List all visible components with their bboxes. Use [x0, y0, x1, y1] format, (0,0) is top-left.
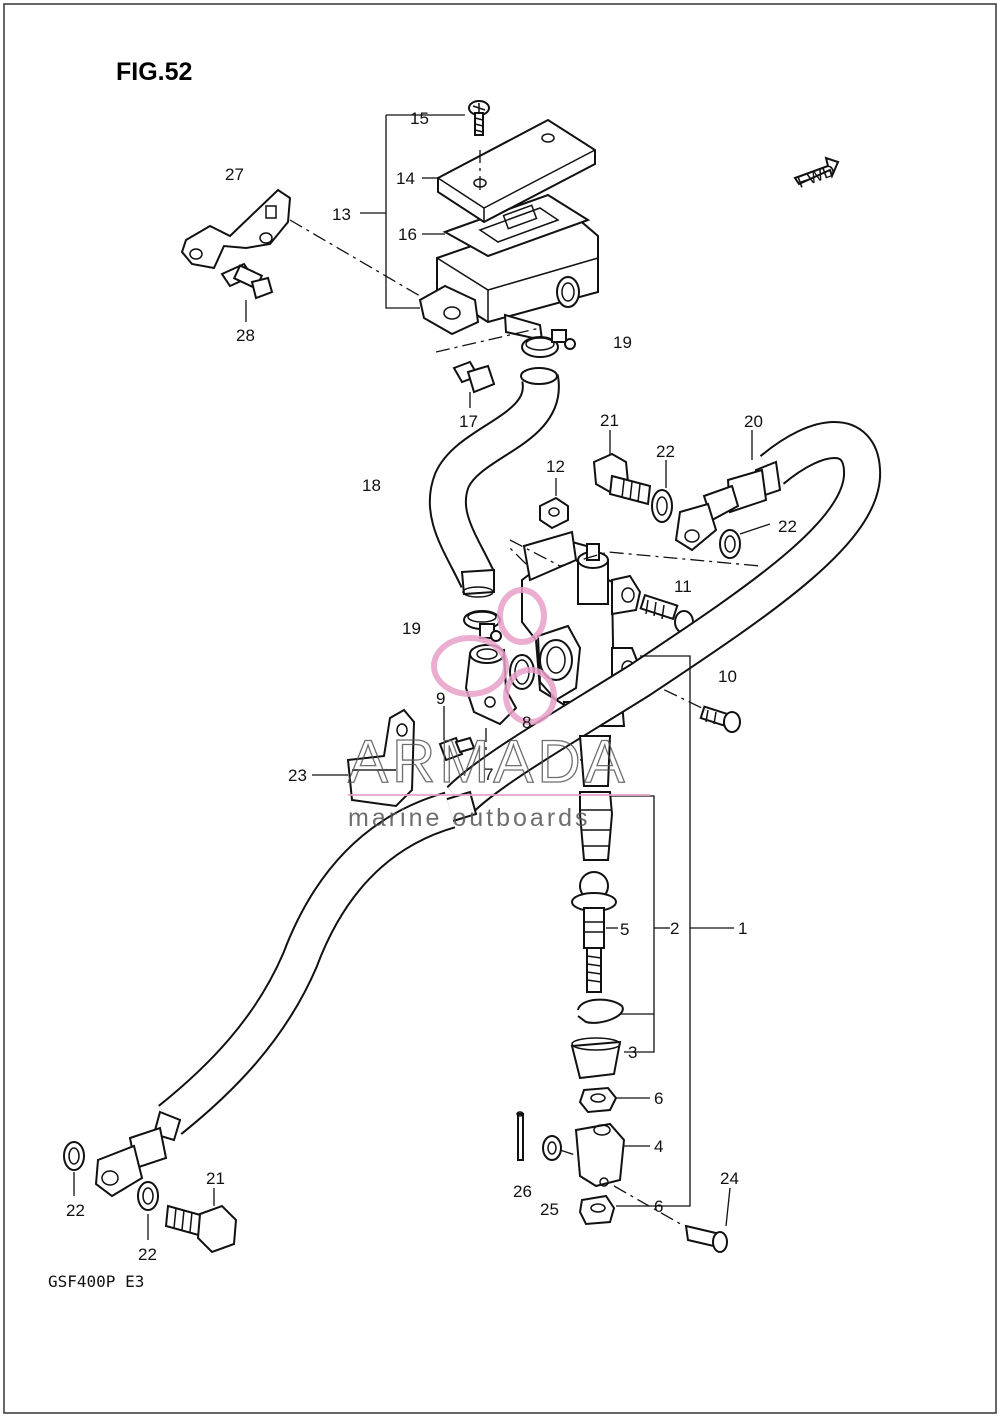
washer-25-icon — [542, 1135, 579, 1161]
hose-clamp-upper-icon — [521, 329, 576, 358]
callout: 11 — [674, 577, 692, 596]
mounting-bolt-10-icon — [639, 677, 741, 733]
model-code: GSF400P E3 — [48, 1272, 144, 1291]
callout: 5 — [620, 920, 629, 939]
banjo-bolt-upper-icon — [592, 430, 652, 506]
cap-screw-icon — [468, 100, 490, 136]
callout: 4 — [654, 1137, 663, 1156]
callout: 24 — [720, 1169, 739, 1188]
fwd-arrow-icon: FWD — [793, 156, 840, 192]
callout: 8 — [522, 713, 531, 732]
callout: 21 — [206, 1169, 225, 1188]
callout: 16 — [398, 225, 417, 244]
callout: 28 — [236, 326, 255, 345]
watermark-flower-icon — [431, 587, 557, 725]
callout-labels: 15 14 13 16 27 28 19 17 18 21 22 20 12 2… — [66, 109, 797, 1264]
reservoir-bolt-icon — [435, 327, 541, 408]
washer-icon — [719, 523, 771, 559]
washer-icon — [651, 460, 673, 523]
callout: 6 — [654, 1089, 663, 1108]
reservoir-cap — [437, 118, 596, 224]
callout: 14 — [396, 169, 415, 188]
callout: 26 — [513, 1182, 532, 1201]
callout: 17 — [459, 412, 478, 431]
callout: 22 — [66, 1201, 85, 1220]
banjo-bolt-lower-icon — [164, 1188, 238, 1254]
callout: 22 — [656, 442, 675, 461]
callout: 7 — [484, 765, 493, 784]
callout: 13 — [332, 205, 351, 224]
watermark: ARMADA marine outboards — [347, 587, 650, 832]
callout: 22 — [778, 517, 797, 536]
brake-hose — [442, 421, 882, 824]
connector-screw-icon — [438, 706, 476, 762]
callout: 21 — [600, 411, 619, 430]
hose-guide-bracket — [312, 708, 416, 808]
page-border — [3, 3, 997, 1414]
watermark-tagline: marine outboards — [348, 804, 591, 832]
callout: 15 — [410, 109, 429, 128]
callout: 6 — [654, 1197, 663, 1216]
cotter-pin-icon — [516, 1111, 524, 1161]
callout: 19 — [402, 619, 421, 638]
callout: 10 — [718, 667, 737, 686]
washer-icon — [63, 1141, 85, 1196]
reservoir-group — [360, 100, 599, 342]
callout: 25 — [540, 1200, 559, 1219]
piston-assembly — [570, 655, 734, 1226]
hose-clamp-lower-icon — [463, 610, 502, 642]
callout: 20 — [744, 412, 763, 431]
callout: 27 — [225, 165, 244, 184]
reservoir-bracket — [180, 188, 421, 297]
washer-icon — [137, 1181, 159, 1240]
figure-title: FIG.52 — [116, 58, 192, 86]
watermark-brand: ARMADA — [348, 728, 629, 795]
nut-icon — [539, 478, 569, 530]
callout: 19 — [613, 333, 632, 352]
callout: 22 — [138, 1245, 157, 1264]
svg-text:FWD: FWD — [795, 161, 838, 192]
callout: 18 — [362, 476, 381, 495]
bracket-bolt-icon — [220, 262, 274, 322]
callout: 2 — [670, 919, 679, 938]
callout: 9 — [436, 689, 445, 708]
brake-hose-lower — [94, 791, 456, 1198]
spring-icon — [578, 735, 612, 787]
callout: 3 — [628, 1043, 637, 1062]
clevis-pin-icon — [613, 1185, 731, 1253]
callout: 12 — [546, 457, 565, 476]
reservoir-hose — [428, 367, 560, 598]
callout: 23 — [288, 766, 307, 785]
callout: 1 — [738, 919, 747, 938]
